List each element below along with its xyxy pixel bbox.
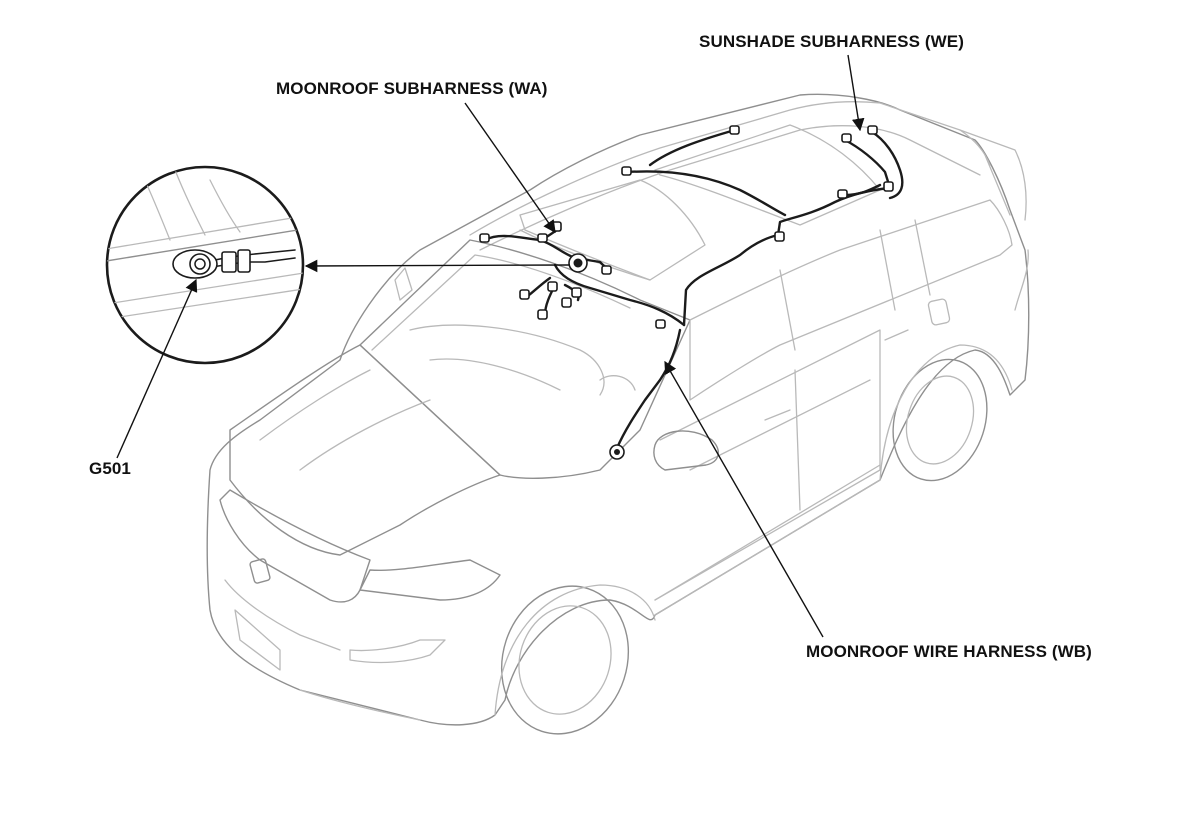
doors: [654, 329, 881, 601]
moonroof-subharness-label: MOONROOF SUBHARNESS (WA): [276, 79, 548, 98]
moonroof-wire-leader: [664, 360, 824, 638]
sunshade-subharness-label: SUNSHADE SUBHARNESS (WE): [699, 32, 964, 51]
windshield: [359, 239, 691, 479]
sunshade-glass: [654, 124, 881, 226]
roof-rail: [469, 101, 991, 236]
moonroof-sub-leader: [464, 102, 556, 234]
hood: [229, 344, 501, 556]
grille: [219, 489, 371, 603]
wire-harnesses: [479, 125, 904, 460]
headlight: [359, 559, 501, 601]
g501-label: G501: [89, 459, 131, 478]
g501-detail-inset: [105, 165, 305, 365]
rear-wheel: [892, 358, 988, 482]
roof-inner-line: [479, 125, 981, 251]
vehicle-outline: [206, 93, 1030, 735]
front-wheel: [500, 585, 630, 735]
g501-bolt-icon: [189, 253, 211, 275]
side-windows: [689, 199, 1013, 401]
g501-leader: [116, 278, 198, 459]
moonroof-wire-harness-label: MOONROOF WIRE HARNESS (WB): [806, 642, 1092, 661]
leader-lines: [116, 54, 865, 638]
sunshade-leader: [847, 54, 865, 132]
inset-pointer-arrow: [304, 259, 571, 273]
sunshade-subharness-wire: [843, 138, 892, 190]
